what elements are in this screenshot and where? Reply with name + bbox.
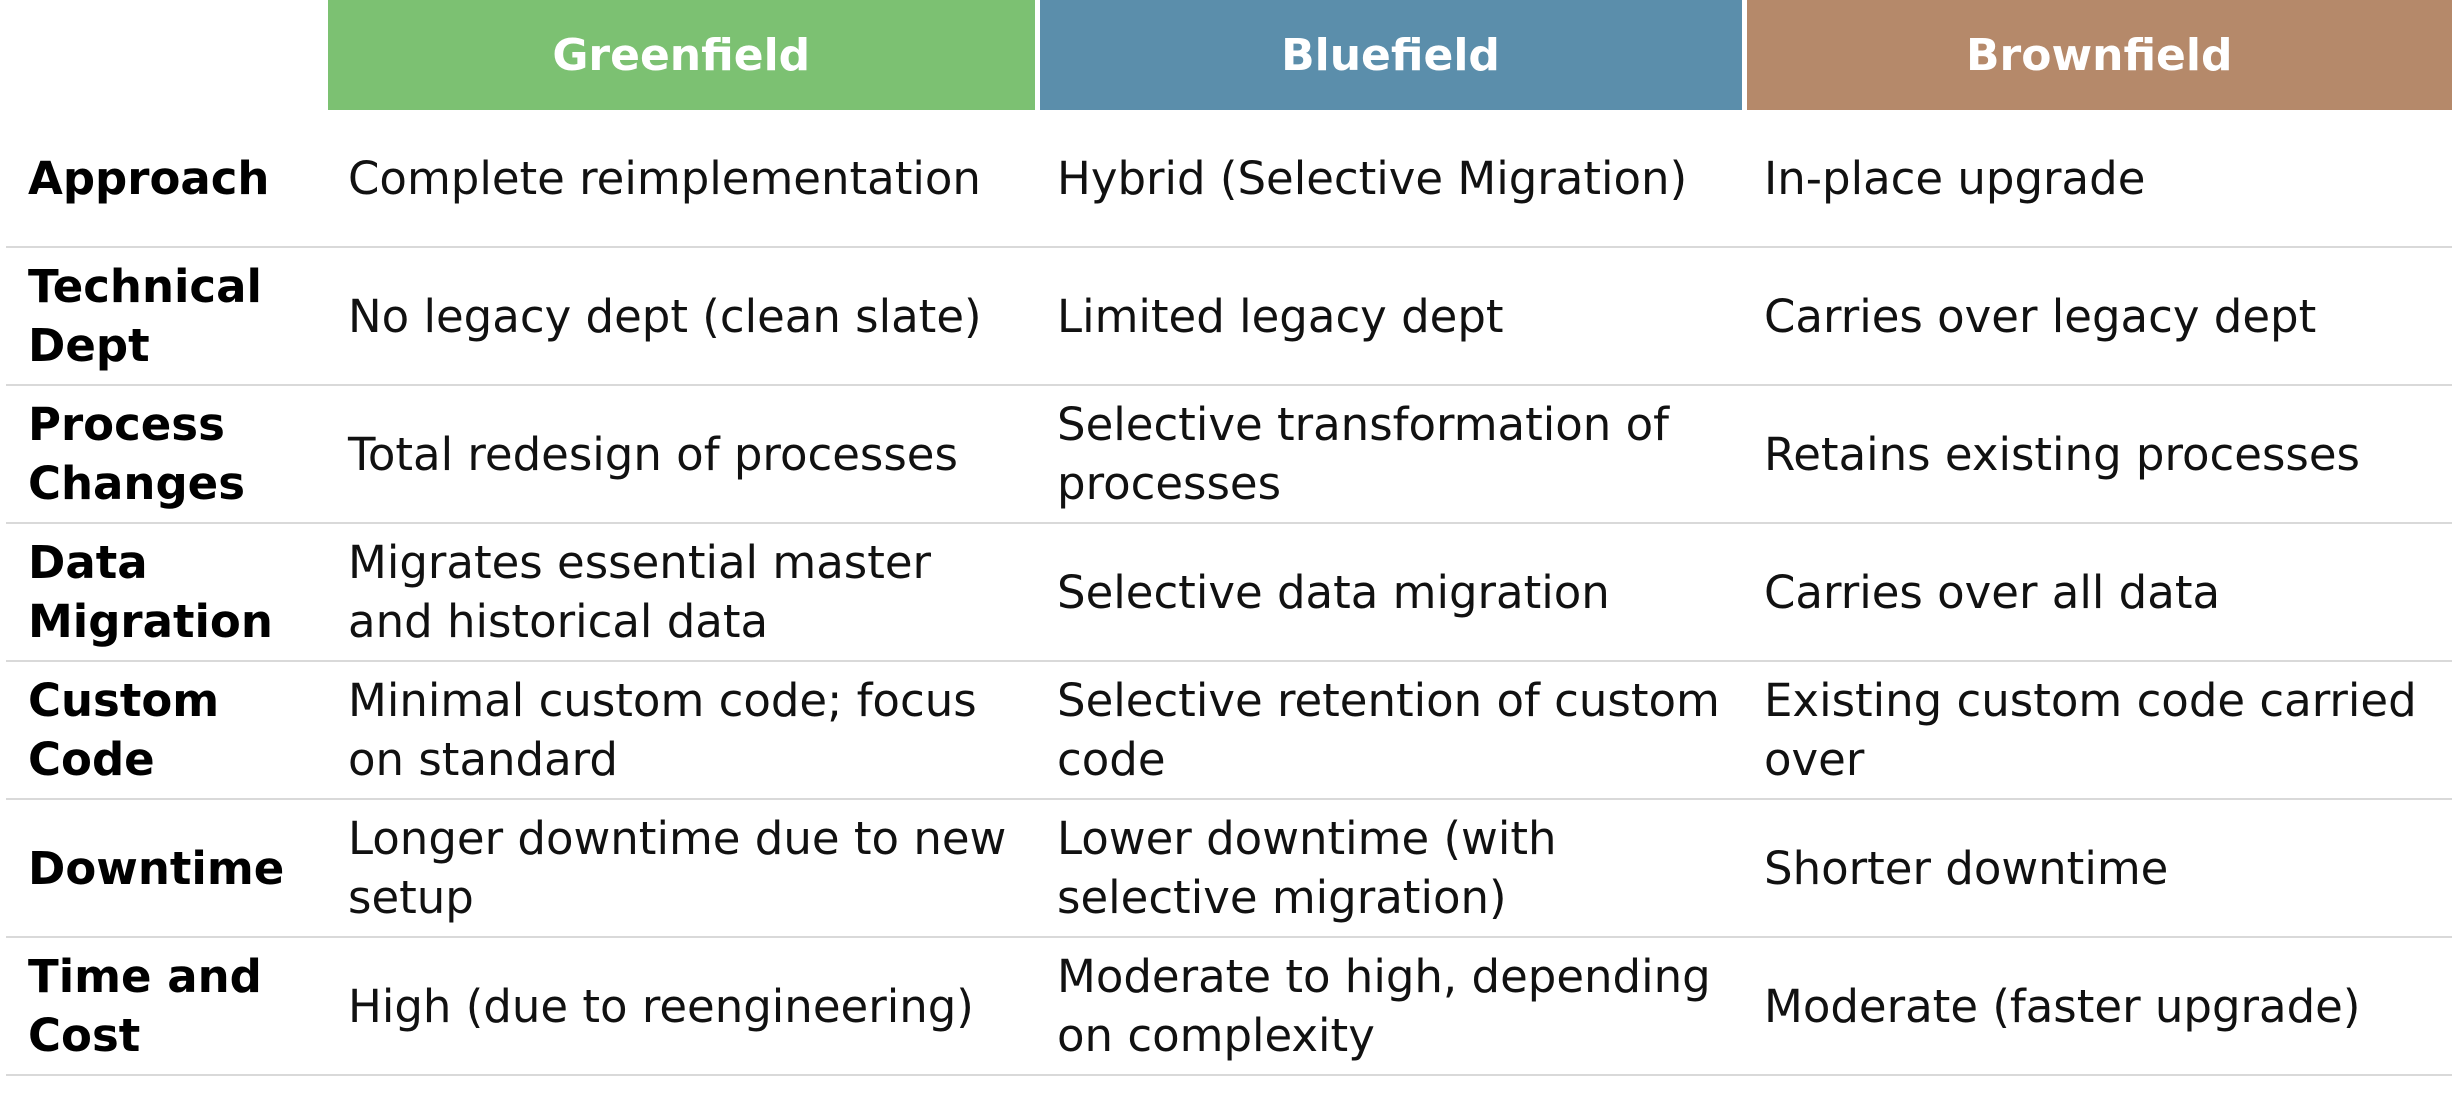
cell-brownfield: Shorter downtime: [1744, 799, 2452, 938]
table-row-process-changes: Process Changes Total redesign of proces…: [6, 385, 2452, 524]
cell-greenfield: Complete reimplementation: [328, 110, 1037, 248]
cell-bluefield: Moderate to high, depending on complexit…: [1037, 937, 1744, 1076]
header-corner: [6, 0, 328, 110]
table-row-time-and-cost: Time and Cost High (due to reengineering…: [6, 937, 2452, 1076]
header-greenfield: Greenfield: [328, 0, 1040, 110]
cell-greenfield: Minimal custom code; focus on standard: [328, 661, 1037, 800]
cell-bluefield: Selective retention of custom code: [1037, 661, 1744, 800]
row-label: Time and Cost: [6, 937, 328, 1076]
cell-greenfield: High (due to reengineering): [328, 937, 1037, 1076]
cell-greenfield: Longer downtime due to new setup: [328, 799, 1037, 938]
cell-greenfield: Migrates essential master and historical…: [328, 523, 1037, 662]
cell-greenfield: No legacy dept (clean slate): [328, 247, 1037, 386]
header-row: Greenfield Bluefield Brownfield: [6, 0, 2452, 110]
cell-bluefield: Selective transformation of processes: [1037, 385, 1744, 524]
row-label: Data Migration: [6, 523, 328, 662]
cell-brownfield: Existing custom code carried over: [1744, 661, 2452, 800]
cell-bluefield: Selective data migration: [1037, 523, 1744, 662]
table-row-downtime: Downtime Longer downtime due to new setu…: [6, 799, 2452, 938]
cell-bluefield: Limited legacy dept: [1037, 247, 1744, 386]
header-bluefield: Bluefield: [1037, 0, 1747, 110]
cell-bluefield: Lower downtime (with selective migration…: [1037, 799, 1744, 938]
cell-bluefield: Hybrid (Selective Migration): [1037, 110, 1744, 248]
cell-brownfield: In-place upgrade: [1744, 110, 2452, 248]
row-label: Process Changes: [6, 385, 328, 524]
cell-brownfield: Carries over legacy dept: [1744, 247, 2452, 386]
table-row-technical-dept: Technical Dept No legacy dept (clean sla…: [6, 247, 2452, 386]
table-row-custom-code: Custom Code Minimal custom code; focus o…: [6, 661, 2452, 800]
row-label: Custom Code: [6, 661, 328, 800]
cell-brownfield: Carries over all data: [1744, 523, 2452, 662]
comparison-table: Greenfield Bluefield Brownfield Approach…: [6, 0, 2452, 1076]
row-label: Downtime: [6, 799, 328, 938]
table-row-data-migration: Data Migration Migrates essential master…: [6, 523, 2452, 662]
cell-greenfield: Total redesign of processes: [328, 385, 1037, 524]
cell-brownfield: Moderate (faster upgrade): [1744, 937, 2452, 1076]
cell-brownfield: Retains existing processes: [1744, 385, 2452, 524]
table-row-approach: Approach Complete reimplementation Hybri…: [6, 110, 2452, 248]
row-label: Technical Dept: [6, 247, 328, 386]
header-brownfield: Brownfield: [1744, 0, 2452, 110]
row-label: Approach: [6, 110, 328, 248]
